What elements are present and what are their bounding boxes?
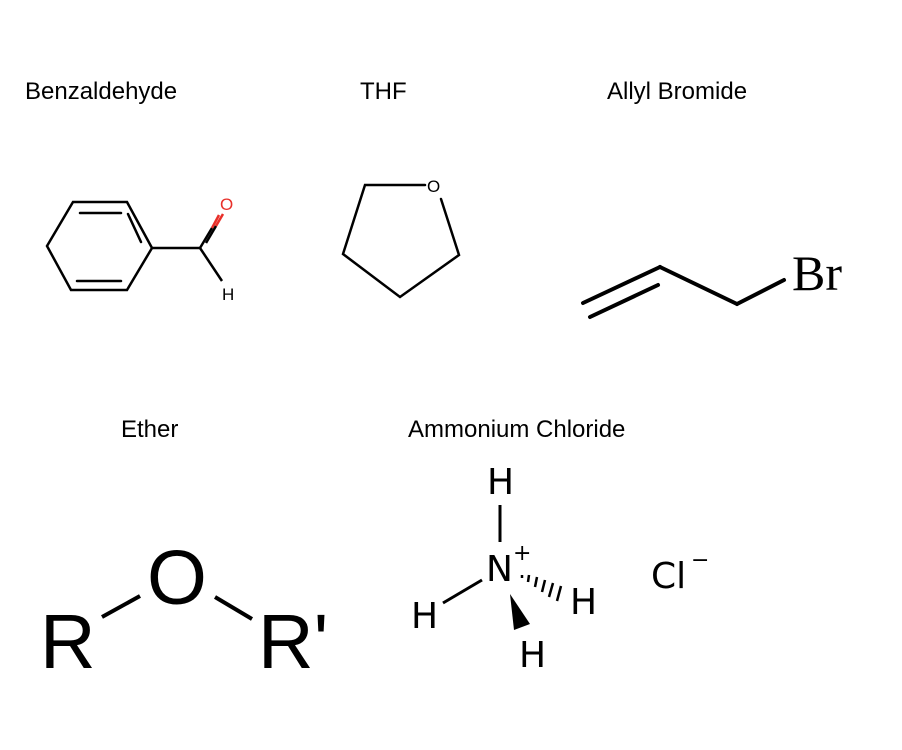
allyl-bromide-structure: Br — [581, 245, 842, 319]
charge-plus: + — [513, 541, 531, 566]
ether-structure: R O R' — [40, 535, 328, 685]
ammonium-chloride-structure: H N + H H H Cl − — [411, 462, 709, 676]
title-allyl-bromide: Allyl Bromide — [607, 78, 747, 105]
atom-hydrogen-bottom: H — [519, 635, 546, 676]
title-thf: THF — [360, 78, 407, 105]
title-ether: Ether — [121, 416, 178, 443]
thf-structure: O — [341, 177, 461, 299]
charge-minus: − — [691, 548, 709, 573]
atom-hydrogen-right: H — [570, 582, 597, 623]
atom-r: R — [40, 599, 96, 685]
title-benzaldehyde: Benzaldehyde — [25, 78, 177, 105]
atom-hydrogen-left: H — [411, 596, 438, 637]
atom-bromine: Br — [792, 245, 842, 301]
benzaldehyde-structure: O H — [45, 195, 234, 304]
atom-r-prime: R' — [258, 599, 328, 685]
wedge-bond — [510, 594, 530, 630]
atom-nitrogen: N — [486, 549, 513, 590]
atom-hydrogen: H — [222, 285, 234, 304]
hashed-bond — [520, 574, 563, 602]
atom-oxygen: O — [427, 177, 440, 196]
atom-hydrogen-top: H — [487, 462, 514, 503]
atom-chlorine: Cl — [651, 556, 686, 597]
atom-oxygen: O — [220, 195, 233, 214]
atom-oxygen: O — [147, 535, 207, 621]
title-ammonium-chloride: Ammonium Chloride — [408, 416, 625, 443]
